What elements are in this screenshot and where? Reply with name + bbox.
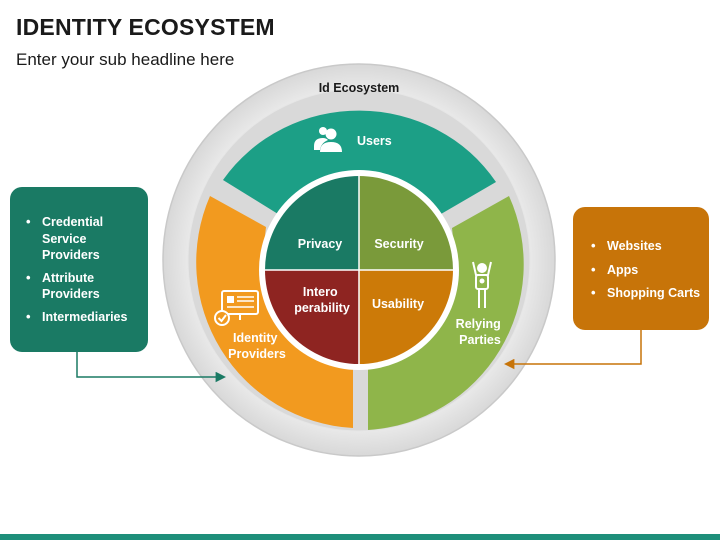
list-item: Credential Service Providers bbox=[20, 214, 142, 264]
quadrant-usability bbox=[359, 270, 453, 364]
identity-providers-line2: Providers bbox=[228, 347, 286, 361]
list-item: Attribute Providers bbox=[20, 270, 142, 303]
quadrant-security-label: Security bbox=[374, 237, 423, 251]
list-item-line: Attribute bbox=[42, 270, 95, 285]
list-item-line: Intermediaries bbox=[42, 309, 128, 324]
list-item: Websites bbox=[585, 238, 703, 255]
person-icon bbox=[472, 261, 492, 308]
slide-title: IDENTITY ECOSYSTEM bbox=[16, 14, 275, 40]
users-icon bbox=[314, 127, 342, 152]
segment-identity-providers-label: Identity Providers bbox=[228, 331, 286, 361]
quadrant-usability-label: Usability bbox=[372, 297, 424, 311]
interoperability-line1: Intero bbox=[303, 285, 338, 299]
monitor-check-icon bbox=[214, 290, 259, 326]
quadrant-privacy bbox=[265, 176, 359, 270]
segment-users-label: Users bbox=[357, 134, 392, 148]
identity-providers-list: Credential Service Providers Attribute P… bbox=[20, 214, 142, 325]
relying-parties-list: Websites Apps Shopping Carts bbox=[585, 238, 703, 302]
quadrant-interoperability bbox=[265, 270, 359, 364]
list-item: Intermediaries bbox=[20, 309, 142, 326]
slide-subtitle: Enter your sub headline here bbox=[16, 50, 235, 69]
quadrant-interoperability-label: Intero perability bbox=[294, 285, 350, 315]
segment-users bbox=[223, 110, 496, 214]
relying-parties-box: Websites Apps Shopping Carts bbox=[573, 207, 709, 330]
relying-parties-line2: Parties bbox=[459, 333, 501, 347]
relying-parties-line1: Relying bbox=[456, 317, 501, 331]
bottom-accent-bar bbox=[0, 534, 720, 540]
quadrant-privacy-label: Privacy bbox=[298, 237, 343, 251]
interoperability-line2: perability bbox=[294, 301, 350, 315]
list-item: Shopping Carts bbox=[585, 285, 703, 302]
connector-left bbox=[76, 352, 227, 383]
list-item: Apps bbox=[585, 262, 703, 279]
connector-right bbox=[503, 330, 642, 370]
ring-label: Id Ecosystem bbox=[319, 81, 400, 95]
list-item-line: Credential bbox=[42, 215, 104, 229]
identity-providers-box: Credential Service Providers Attribute P… bbox=[10, 187, 148, 352]
list-item-line: Service bbox=[42, 231, 87, 246]
quadrant-security bbox=[359, 176, 453, 270]
segment-relying-parties-label: Relying Parties bbox=[456, 317, 505, 347]
list-item-line: Providers bbox=[42, 248, 100, 262]
list-item-line: Providers bbox=[42, 287, 100, 301]
identity-providers-line1: Identity bbox=[233, 331, 277, 345]
